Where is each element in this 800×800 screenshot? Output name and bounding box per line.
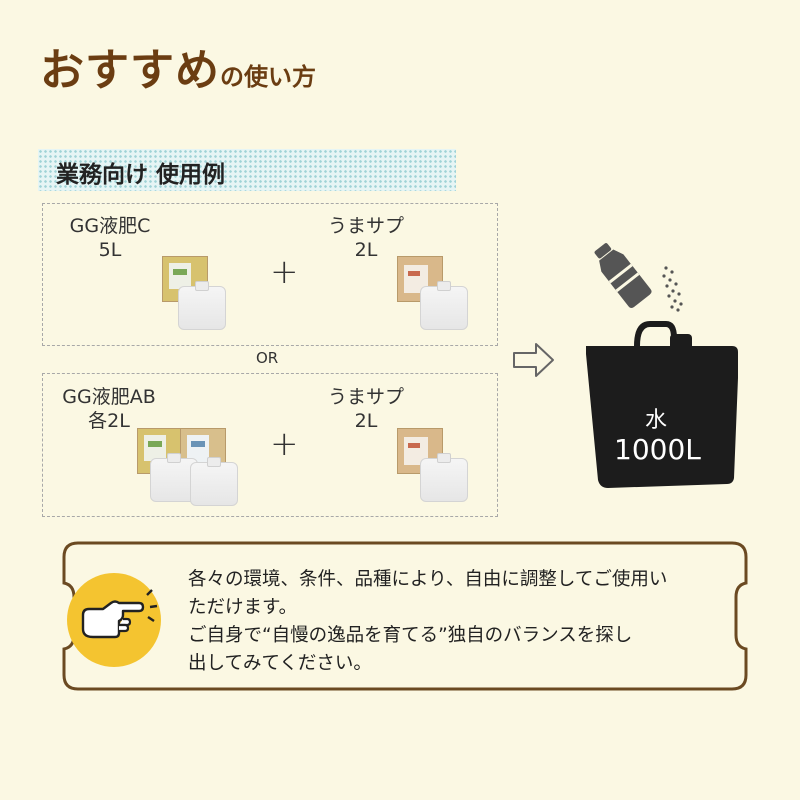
product-name-uma-sup: うまサプ 2L <box>306 385 426 433</box>
plus-sign: + <box>270 424 299 464</box>
note-line: ただけます。 <box>188 597 298 618</box>
product-name: うまサプ <box>327 215 404 237</box>
product-amount: 2L <box>354 239 378 261</box>
note-box <box>60 539 750 693</box>
note-line: ご自身で“自慢の逸品を育てる”独自のバランスを探し <box>188 625 633 646</box>
product-bag-image <box>420 281 468 330</box>
product-amount: 2L <box>354 410 378 432</box>
combo-option-1 <box>42 203 498 346</box>
title-main: おすすめ <box>40 45 220 96</box>
section-label: 業務向け 使用例 <box>38 149 456 191</box>
product-amount: 5L <box>98 239 122 261</box>
section-label-text: 業務向け 使用例 <box>56 162 226 188</box>
product-name-gg-c: GG液肥C 5L <box>50 214 170 262</box>
tank-amount: 1000L <box>614 433 701 466</box>
product-name-gg-ab: GG液肥AB 各2L <box>44 385 174 433</box>
page-title: おすすめの使い方 <box>40 34 316 98</box>
combo-option-2 <box>42 373 498 517</box>
hand-badge <box>67 573 161 667</box>
product-amount: 各2L <box>88 410 130 432</box>
product-bag-image <box>420 453 468 502</box>
arrow-right-icon <box>513 343 554 377</box>
product-name-uma-sup: うまサプ 2L <box>306 214 426 262</box>
pointing-hand-icon <box>81 589 158 639</box>
sprinkle-dots-icon <box>662 266 683 312</box>
note-text: 各々の環境、条件、品種により、自由に調整してご使用い ただけます。 ご自身で“自… <box>188 566 748 678</box>
or-label: OR <box>256 349 279 367</box>
product-name: GG液肥AB <box>62 386 156 408</box>
product-name: うまサプ <box>327 386 404 408</box>
title-sub: の使い方 <box>220 63 316 91</box>
product-name: GG液肥C <box>69 215 151 237</box>
product-bag-image <box>178 281 226 330</box>
product-bag-image <box>190 457 238 506</box>
plus-sign: + <box>270 252 299 292</box>
fertilizer-bottle-icon <box>594 243 652 309</box>
note-line: 各々の環境、条件、品種により、自由に調整してご使用い <box>188 569 668 590</box>
tank-label: 水 <box>645 408 668 433</box>
note-line: 出してみてください。 <box>188 653 372 674</box>
water-tank-icon <box>586 321 738 488</box>
